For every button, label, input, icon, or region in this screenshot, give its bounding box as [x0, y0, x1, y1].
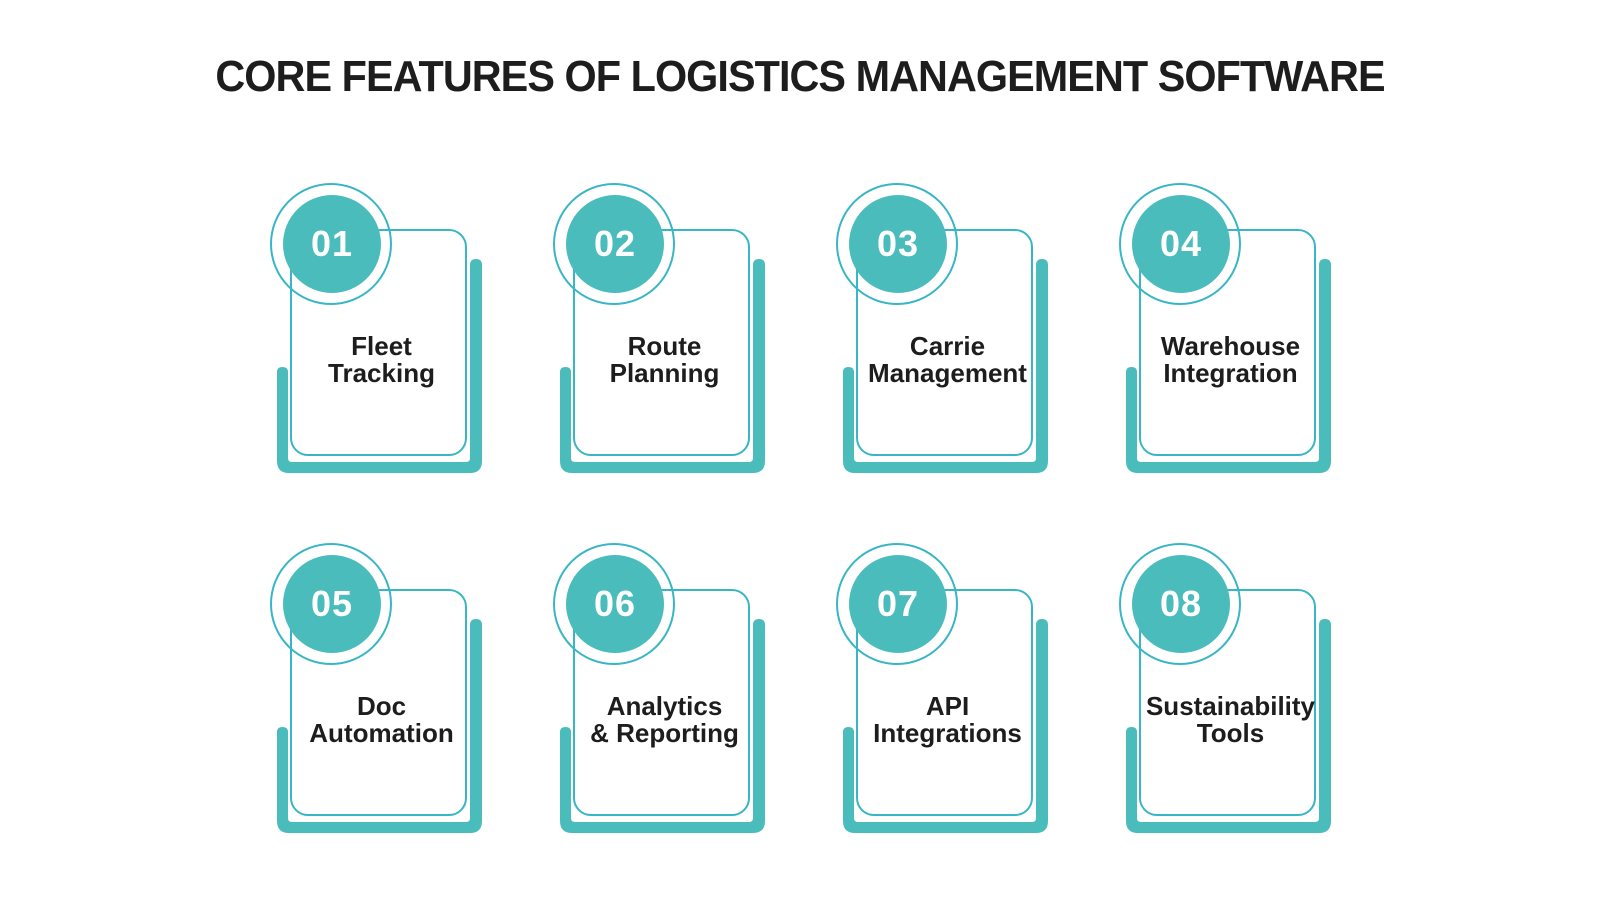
feature-card: Sustainability Tools 08	[1111, 536, 1335, 836]
number-badge: 02	[566, 195, 664, 293]
number-badge: 08	[1132, 555, 1230, 653]
number-ring	[270, 183, 392, 305]
card-label: Sustainability Tools	[1145, 691, 1316, 748]
page-title: CORE FEATURES OF LOGISTICS MANAGEMENT SO…	[215, 52, 1385, 101]
feature-card: Fleet Tracking 01	[262, 176, 486, 476]
card-body: Warehouse Integration	[1139, 229, 1316, 456]
number-ring	[553, 543, 675, 665]
card-label: API Integrations	[873, 691, 1022, 748]
number-ring	[1119, 543, 1241, 665]
card-label: Warehouse Integration	[1160, 331, 1301, 388]
number-badge: 01	[283, 195, 381, 293]
card-label: Analytics & Reporting	[590, 691, 739, 748]
card-label: Carrie Management	[868, 331, 1027, 388]
card-label: Fleet Tracking	[328, 331, 435, 388]
feature-card: Warehouse Integration 04	[1111, 176, 1335, 476]
feature-card: API Integrations 07	[828, 536, 1052, 836]
number-ring	[836, 183, 958, 305]
number-badge: 06	[566, 555, 664, 653]
card-label: Route Planning	[609, 331, 720, 388]
number-badge: 04	[1132, 195, 1230, 293]
number-ring	[553, 183, 675, 305]
number-badge: 07	[849, 555, 947, 653]
card-label: Doc Automation	[309, 691, 454, 748]
number-badge: 03	[849, 195, 947, 293]
feature-card: Analytics & Reporting 06	[545, 536, 769, 836]
number-ring	[270, 543, 392, 665]
number-ring	[836, 543, 958, 665]
number-ring	[1119, 183, 1241, 305]
feature-card: Carrie Management 03	[828, 176, 1052, 476]
number-badge: 05	[283, 555, 381, 653]
feature-card: Route Planning 02	[545, 176, 769, 476]
feature-card: Doc Automation 05	[262, 536, 486, 836]
feature-grid: Fleet Tracking 01 Route Planning 02 Carr…	[262, 176, 1335, 836]
